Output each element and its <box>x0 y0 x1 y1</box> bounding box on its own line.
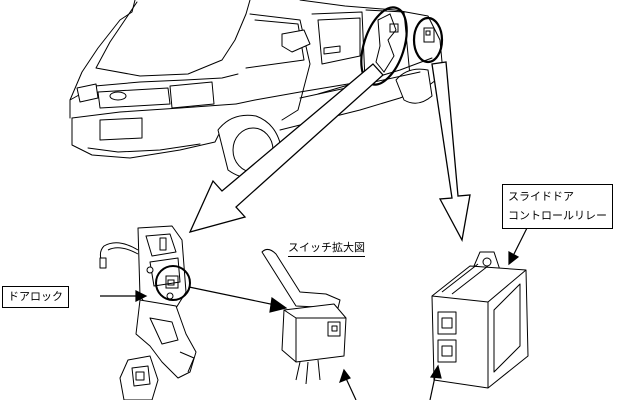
switch-enlarged-part <box>261 248 347 385</box>
relay-part <box>431 251 529 389</box>
switch-on-lock <box>165 275 179 289</box>
relay-label-line2: コントロールリレー <box>508 209 607 223</box>
relay-callout-ellipse <box>412 16 444 64</box>
bottom-pointers <box>339 364 442 400</box>
vehicle-drawing <box>69 0 443 179</box>
callout-arrows <box>188 61 471 242</box>
arrow-to-relay <box>431 61 471 242</box>
door-lock-assembly <box>99 225 197 400</box>
relay-label: スライドドア コントロールリレー <box>502 184 613 229</box>
arrow-to-door-lock <box>188 63 384 233</box>
relay-on-vehicle <box>423 27 435 43</box>
door-lock-label-text: ドアロック <box>8 290 63 303</box>
door-lock-on-vehicle <box>375 13 399 73</box>
switch-enlarged-label: スイッチ拡大図 <box>288 240 365 257</box>
switch-enlarged-label-text: スイッチ拡大図 <box>288 241 365 254</box>
relay-label-line1: スライドドア <box>508 190 574 203</box>
switch-callout-circle <box>155 265 191 301</box>
door-lock-label: ドアロック <box>2 286 69 308</box>
